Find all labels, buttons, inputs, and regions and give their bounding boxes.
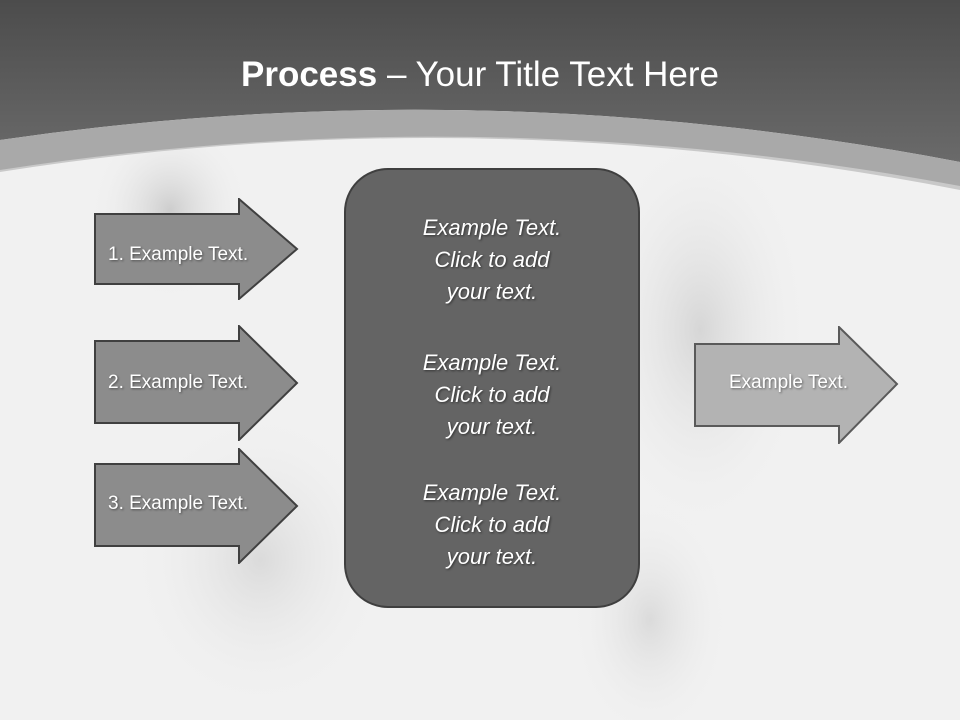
center-text-line: Example Text.: [422, 480, 562, 505]
process-arrow-3[interactable]: [94, 448, 300, 564]
title-rest-text: – Your Title Text Here: [377, 55, 719, 94]
title-bold-text: Process: [241, 55, 378, 94]
center-text-line: your text.: [446, 279, 538, 304]
process-arrow-3-label: 3. Example Text.: [108, 493, 249, 514]
center-text-line: Example Text.: [422, 215, 562, 240]
process-arrow-1[interactable]: [94, 198, 300, 300]
center-text-block-1[interactable]: Example Text. Click to add your text.: [344, 212, 640, 308]
center-content-box[interactable]: [344, 168, 640, 608]
center-text-line: Click to add: [434, 382, 550, 407]
center-text-line: your text.: [446, 544, 538, 569]
center-text-line: Click to add: [434, 247, 550, 272]
result-arrow[interactable]: [694, 326, 900, 444]
center-text-block-2[interactable]: Example Text. Click to add your text.: [344, 347, 640, 443]
center-text-block-3[interactable]: Example Text. Click to add your text.: [344, 477, 640, 573]
slide-title[interactable]: Process – Your Title Text Here: [0, 52, 960, 98]
center-text-line: Click to add: [434, 512, 550, 537]
result-arrow-label: Example Text.: [729, 372, 848, 393]
process-arrow-2[interactable]: [94, 325, 300, 441]
center-text-line: your text.: [446, 414, 538, 439]
process-arrow-1-label: 1. Example Text.: [108, 244, 249, 265]
center-text-line: Example Text.: [422, 350, 562, 375]
process-arrow-2-label: 2. Example Text.: [108, 372, 249, 393]
